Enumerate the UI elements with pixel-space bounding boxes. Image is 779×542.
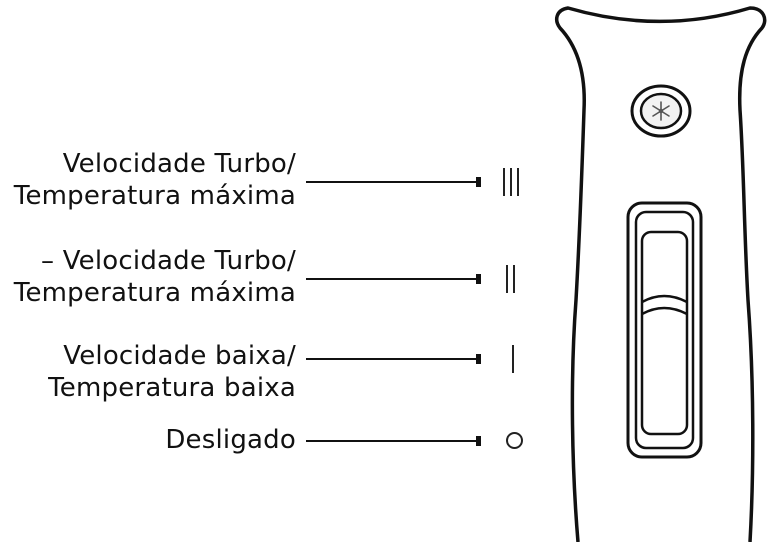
- speed-bar: [503, 168, 505, 196]
- speed-mark-1: [512, 345, 514, 373]
- snowflake-icon: [652, 101, 670, 121]
- slider-ridge: [641, 294, 688, 304]
- setting-label-line2: Temperatura máxima: [13, 278, 296, 308]
- setting-row-turbo-max-2: – Velocidade Turbo/ Temperatura máxima: [0, 245, 779, 315]
- leader-line-end: [476, 436, 481, 446]
- leader-line: [306, 278, 478, 280]
- setting-row-turbo-max: Velocidade Turbo/ Temperatura máxima: [0, 148, 779, 218]
- off-circle-icon: [506, 432, 523, 449]
- setting-label: Desligado: [165, 424, 296, 456]
- slider-ridge: [641, 306, 688, 316]
- speed-slider-switch[interactable]: [640, 230, 689, 436]
- setting-label: Velocidade baixa/ Temperatura baixa: [48, 340, 296, 404]
- setting-label-line2: Temperatura baixa: [48, 373, 296, 403]
- speed-mark-3: [503, 168, 519, 196]
- setting-label: – Velocidade Turbo/ Temperatura máxima: [14, 245, 296, 309]
- dryer-handle: [554, 6, 767, 542]
- speed-mark-2: [506, 265, 515, 293]
- setting-label-line1: Velocidade baixa/: [63, 341, 296, 371]
- leader-line: [306, 440, 478, 442]
- setting-label-line1: – Velocidade Turbo/: [41, 246, 296, 276]
- leader-line: [306, 181, 478, 183]
- setting-row-low: Velocidade baixa/ Temperatura baixa: [0, 340, 779, 410]
- speed-bar: [517, 168, 519, 196]
- leader-line-end: [476, 177, 481, 187]
- setting-label-line2: Temperatura máxima: [13, 181, 296, 211]
- off-mark: [506, 432, 523, 449]
- speed-bar: [506, 265, 508, 293]
- speed-bar: [513, 265, 515, 293]
- setting-label-line1: Velocidade Turbo/: [62, 149, 296, 179]
- setting-row-off: Desligado: [0, 424, 779, 494]
- speed-bar: [512, 345, 514, 373]
- leader-line-end: [476, 274, 481, 284]
- setting-label-line1: Desligado: [165, 425, 296, 455]
- leader-line-end: [476, 354, 481, 364]
- leader-line: [306, 358, 478, 360]
- speed-bar: [510, 168, 512, 196]
- setting-label: Velocidade Turbo/ Temperatura máxima: [14, 148, 296, 212]
